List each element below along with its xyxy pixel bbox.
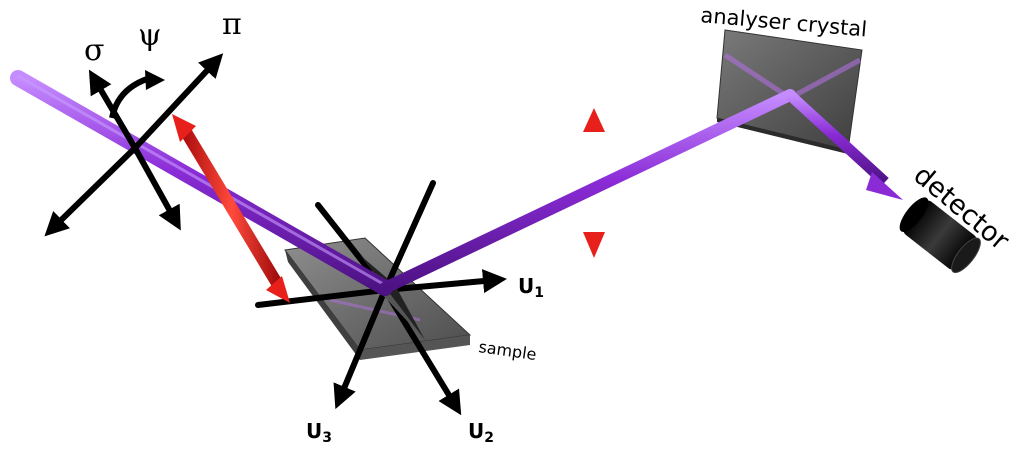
u3-axis bbox=[333, 288, 388, 410]
sigma-axis-neg bbox=[132, 146, 181, 231]
scattered-polarization-arrow bbox=[583, 108, 605, 258]
sample-axis-left bbox=[255, 287, 388, 308]
u3-label: U3 bbox=[306, 419, 332, 446]
incident-polarization-arrow bbox=[172, 114, 290, 303]
sigma-label: σ bbox=[84, 33, 104, 68]
analysed-beam-arrowhead bbox=[866, 172, 903, 200]
pi-label: π bbox=[222, 7, 242, 42]
sample-normal-axis bbox=[382, 180, 436, 293]
polarization-axes bbox=[44, 53, 224, 237]
analysed-beam bbox=[786, 90, 903, 200]
psi-rotation-arrowhead bbox=[145, 70, 165, 90]
sample-axes bbox=[255, 180, 507, 416]
u1-label: U1 bbox=[518, 274, 544, 301]
pi-axis-neg bbox=[44, 145, 138, 237]
detector bbox=[899, 197, 981, 274]
pi-axis bbox=[132, 53, 224, 151]
scattered-beam bbox=[379, 89, 796, 294]
psi-label: ψ bbox=[138, 18, 162, 53]
incident-beam bbox=[10, 70, 393, 296]
u2-label: U2 bbox=[468, 419, 494, 446]
psi-rotation-arc bbox=[109, 75, 151, 119]
sample-label: sample bbox=[477, 337, 537, 364]
u1-axis bbox=[384, 269, 507, 294]
